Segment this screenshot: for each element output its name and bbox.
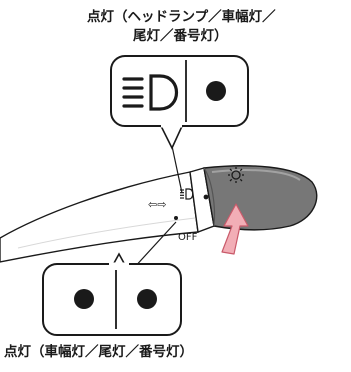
position-dot-icon	[206, 81, 226, 101]
caption-position-lamps: 点灯（車幅灯／尾灯／番号灯）	[4, 344, 193, 360]
caption-headlamp-line1: 点灯（ヘッドランプ／車幅灯／	[87, 9, 276, 25]
sun-icon	[228, 167, 244, 183]
position-lamp-callout	[42, 221, 182, 336]
indicator-arrows: ⇦⇨	[148, 198, 166, 211]
turn-signal-stalk	[0, 167, 215, 263]
stalk-position-dot	[203, 194, 209, 200]
rotate-arrow-icon	[221, 203, 249, 255]
stalk-headlamp-icon	[180, 188, 194, 200]
headlamp-icon	[122, 74, 178, 111]
caption-headlamp-line2: 尾灯／番号灯）	[133, 28, 228, 44]
position-dot-icon-right	[137, 289, 157, 309]
position-dot-icon-left	[74, 289, 94, 309]
headlamp-callout	[110, 55, 249, 194]
stalk-dot	[174, 216, 178, 220]
off-label: OFF	[178, 232, 198, 243]
light-switch-knob[interactable]	[203, 165, 318, 231]
